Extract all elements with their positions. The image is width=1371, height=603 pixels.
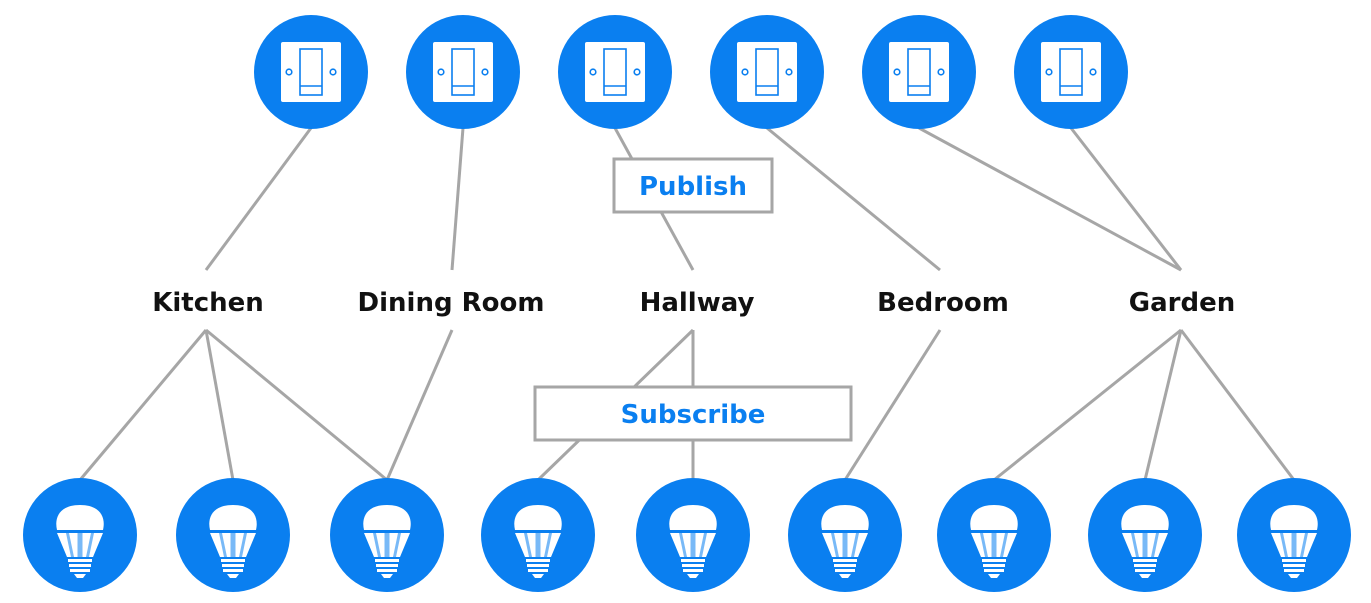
connector-kitchen-bulb1	[78, 329, 208, 481]
connector-dining-bulb3	[385, 329, 454, 481]
bulb-node	[481, 478, 595, 592]
switch-node	[1014, 15, 1128, 129]
connector-switch5-garden	[918, 126, 1182, 272]
light-switch-icon	[584, 41, 646, 103]
connector-garden-bulb8	[1143, 329, 1183, 481]
light-switch-icon	[736, 41, 798, 103]
bulb-node	[330, 478, 444, 592]
light-switch-icon	[280, 41, 342, 103]
bulb-node	[788, 478, 902, 592]
connectors	[78, 126, 1296, 482]
publish-box: Publish	[612, 157, 774, 214]
publish-label: Publish	[639, 172, 747, 202]
connector-bedroom-bulb6	[843, 329, 942, 481]
room-row: Kitchen Dining Room Hallway Bedroom Gard…	[152, 288, 1235, 318]
connector-kitchen-bulb3	[205, 328, 388, 482]
switch-node	[254, 15, 368, 129]
light-switch-icon	[432, 41, 494, 103]
connector-switch1-kitchen	[204, 127, 313, 271]
room-label-bedroom: Bedroom	[877, 288, 1009, 318]
connector-kitchen-bulb2	[204, 329, 235, 481]
subscribe-label: Subscribe	[621, 400, 766, 430]
switch-row	[254, 15, 1128, 129]
bulb-node	[937, 478, 1051, 592]
room-label-hallway: Hallway	[640, 288, 755, 318]
light-switch-icon	[888, 41, 950, 103]
room-label-kitchen: Kitchen	[152, 288, 264, 318]
bulb-node	[23, 478, 137, 592]
bulb-row	[23, 478, 1351, 592]
room-label-dining-room: Dining Room	[358, 288, 545, 318]
subscribe-box: Subscribe	[533, 385, 853, 442]
switch-node	[558, 15, 672, 129]
room-label-garden: Garden	[1129, 288, 1235, 318]
switch-node	[862, 15, 976, 129]
bulb-node	[1088, 478, 1202, 592]
light-switch-icon	[1040, 41, 1102, 103]
bulb-node	[1237, 478, 1351, 592]
connector-garden-bulb9	[1179, 329, 1296, 481]
connector-switch2-dining	[450, 127, 465, 271]
connector-switch4-bedroom	[766, 126, 941, 272]
switch-node	[710, 15, 824, 129]
bulb-node	[636, 478, 750, 592]
bulb-node	[176, 478, 290, 592]
connector-switch6-garden	[1069, 127, 1183, 271]
connector-garden-bulb7	[993, 328, 1182, 482]
switch-node	[406, 15, 520, 129]
